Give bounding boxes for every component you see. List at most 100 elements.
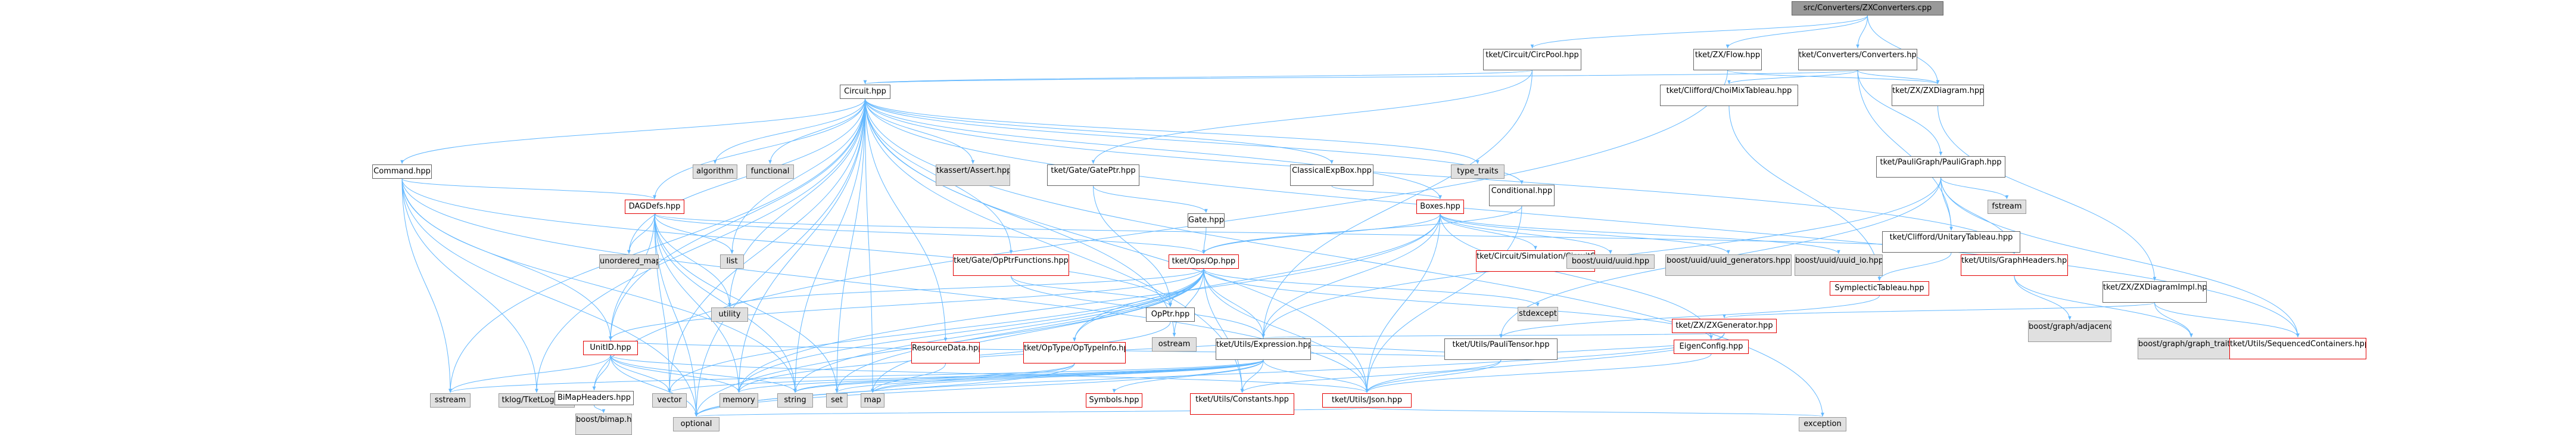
node-graphtraits[interactable]: boost/graph/graph_traits.hpp (2138, 338, 2245, 359)
edge-circuit-to-tklog (535, 98, 865, 393)
edge-circuit-to-string (793, 98, 865, 393)
edge-command-to-dagdefs (401, 178, 656, 200)
node-gateptr[interactable]: tket/Gate/GatePtr.hpp (1047, 164, 1139, 186)
node-circuit[interactable]: Circuit.hpp (840, 85, 890, 99)
edge-circuit-to-ostream (865, 98, 1176, 337)
node-unitarytab[interactable]: tket/Clifford/UnitaryTableau.hpp (1882, 231, 2020, 253)
edge-unitid-to-optional (610, 355, 698, 417)
edge-boxes-to-opsop (1202, 213, 1441, 254)
edge-circuit-to-map (865, 98, 874, 393)
edge-opptrfunc-to-opptr (1011, 275, 1172, 307)
node-graphheaders[interactable]: tket/Utils/GraphHeaders.hpp (1961, 254, 2068, 276)
node-conditional[interactable]: Conditional.hpp (1489, 185, 1555, 206)
edge-zxdiagram-to-zxdiagimpl (1938, 105, 2157, 281)
node-opptrfunc[interactable]: tket/Gate/OpPtrFunctions.hpp (953, 254, 1069, 276)
edge-opsop-to-set (835, 268, 1204, 393)
node-functional[interactable]: functional (746, 164, 794, 179)
edge-gateptr-to-gate (1093, 185, 1208, 213)
node-boostuuid[interactable]: boost/uuid/uuid.hpp (1566, 254, 1655, 269)
node-stdexcept[interactable]: stdexcept (1518, 307, 1558, 321)
node-optypeinfo[interactable]: tket/OpType/OpTypeInfo.hpp (1023, 342, 1126, 363)
edge-expression-to-sstream (448, 359, 1264, 393)
node-classicalexp[interactable]: ClassicalExpBox.hpp (1290, 164, 1373, 186)
node-symbols[interactable]: Symbols.hpp (1086, 393, 1142, 408)
edge-boxes-to-boostuuidio (1440, 213, 1840, 254)
node-converters[interactable]: tket/Converters/Converters.hpp (1798, 49, 1917, 70)
edge-bimap-to-boostbimap (594, 405, 606, 414)
edge-opsop-to-memory (737, 268, 1204, 393)
node-set[interactable]: set (826, 393, 848, 408)
edge-opsop-to-map (871, 268, 1204, 393)
edge-zxgenerator-to-expression (1262, 333, 1725, 338)
node-zxdiagimpl[interactable]: tket/ZX/ZXDiagramImpl.hpp (2102, 281, 2207, 303)
edge-zxdiagimpl-to-graphtraits (2154, 302, 2193, 338)
node-opptr[interactable]: OpPtr.hpp (1146, 307, 1195, 322)
node-expression[interactable]: tket/Utils/Expression.hpp (1216, 338, 1311, 360)
node-utility[interactable]: utility (711, 307, 748, 322)
node-exception[interactable]: exception (1799, 417, 1846, 431)
node-memory[interactable]: memory (719, 393, 758, 408)
edge-expression-to-map (871, 359, 1264, 393)
node-constants[interactable]: tket/Utils/Constants.hpp (1190, 393, 1294, 415)
edge-circuit-to-json (865, 98, 1369, 393)
node-adjlist[interactable]: boost/graph/adjacency_list.hpp (2028, 321, 2111, 342)
node-tkassert[interactable]: tkassert/Assert.hpp (936, 164, 1010, 186)
node-seqcontainers[interactable]: tket/Utils/SequencedContainers.hpp (2229, 338, 2366, 359)
edge-dagdefs-to-unitid (609, 213, 655, 341)
node-boostuuidio[interactable]: boost/uuid/uuid_io.hpp (1795, 254, 1883, 276)
node-eigenconfig[interactable]: EigenConfig.hpp (1674, 340, 1749, 354)
edge-converters-to-pauligraph (1857, 70, 1943, 156)
edge-circuit-to-classicalexp (865, 98, 1334, 164)
node-json[interactable]: tket/Utils/Json.hpp (1322, 393, 1412, 408)
node-zxflow[interactable]: tket/ZX/Flow.hpp (1693, 49, 1762, 70)
node-symptab[interactable]: SymplecticTableau.hpp (1830, 281, 1929, 296)
node-paulitensor[interactable]: tket/Utils/PauliTensor.hpp (1444, 338, 1558, 360)
node-boostbimap[interactable]: boost/bimap.hpp (575, 414, 632, 435)
node-ostream[interactable]: ostream (1152, 337, 1197, 352)
edge-command-to-tklog (401, 178, 538, 393)
edge-dagdefs-to-string (654, 213, 797, 393)
edge-dagdefs-to-opsop (654, 213, 1206, 254)
node-optional[interactable]: optional (673, 417, 719, 431)
node-vector[interactable]: vector (652, 393, 687, 408)
node-circpool[interactable]: tket/Circuit/CircPool.hpp (1483, 49, 1581, 70)
node-command[interactable]: Command.hpp (372, 164, 432, 179)
edge-optypeinfo-to-string (793, 363, 1075, 393)
node-algorithm[interactable]: algorithm (693, 164, 737, 179)
edge-circuit-to-dagdefs (653, 98, 865, 200)
node-list[interactable]: list (720, 254, 744, 269)
edge-dagdefs-to-optional (654, 213, 698, 417)
edge-unitid-to-vector (610, 355, 671, 393)
node-opsop[interactable]: tket/Ops/Op.hpp (1169, 254, 1239, 269)
edge-root-to-converters (1856, 15, 1868, 49)
edge-circpool-to-circuit (864, 70, 1532, 85)
edge-circuit-to-boxes (865, 98, 1442, 200)
node-unorderedmap[interactable]: unordered_map (599, 254, 659, 269)
node-map[interactable]: map (861, 393, 884, 408)
node-typetraits[interactable]: type_traits (1451, 164, 1505, 179)
edge-opsop-to-stdexcept (1203, 268, 1540, 307)
edge-unitid-to-string (610, 355, 797, 393)
edge-opsop-to-ostream (1172, 268, 1204, 337)
edge-boxes-to-eigenconfig (1440, 213, 1713, 340)
node-zxgenerator[interactable]: tket/ZX/ZXGenerator.hpp (1672, 319, 1777, 333)
node-dagdefs[interactable]: DAGDefs.hpp (625, 200, 684, 214)
node-fstream[interactable]: fstream (1988, 200, 2026, 214)
edge-opsop-to-constants (1203, 268, 1244, 393)
edge-pauligraph-to-seqcontainers (1940, 177, 2300, 338)
node-choimix[interactable]: tket/Clifford/ChoiMixTableau.hpp (1660, 85, 1798, 106)
node-unitid[interactable]: UnitID.hpp (583, 341, 638, 355)
edge-opsop-to-expression (1203, 268, 1265, 338)
node-string[interactable]: string (777, 393, 813, 408)
edge-dagdefs-to-vector (654, 213, 671, 393)
node-pauligraph[interactable]: tket/PauliGraph/PauliGraph.hpp (1876, 156, 2005, 178)
node-zxdiagram[interactable]: tket/ZX/ZXDiagram.hpp (1892, 85, 1984, 106)
edge-converters-to-choimix (1727, 70, 1858, 85)
edge-zxdiagimpl-to-seqcontainers (2154, 302, 2300, 338)
node-sstream[interactable]: sstream (430, 393, 471, 408)
node-boostuuidgen[interactable]: boost/uuid/uuid_generators.hpp (1665, 254, 1792, 276)
node-gate[interactable]: Gate.hpp (1188, 213, 1225, 228)
node-boxes[interactable]: Boxes.hpp (1416, 200, 1464, 214)
node-resourcedata[interactable]: ResourceData.hpp (911, 342, 980, 363)
node-bimap[interactable]: BiMapHeaders.hpp (555, 391, 634, 405)
